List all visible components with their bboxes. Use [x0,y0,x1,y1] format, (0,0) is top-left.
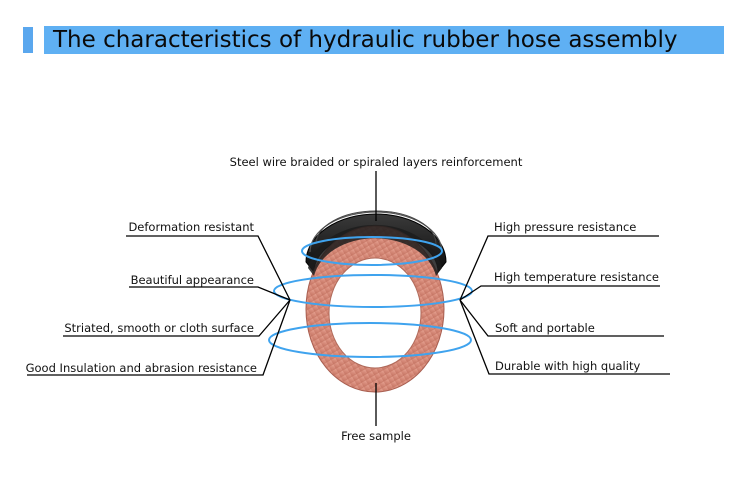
label-right-3: Soft and portable [495,321,595,335]
label-right-2: High temperature resistance [494,270,659,284]
label-left-1: Deformation resistant [128,220,254,234]
page-title: The characteristics of hydraulic rubber … [53,27,678,53]
label-right-1: High pressure resistance [494,220,636,234]
ring-bottom [268,322,472,358]
ring-top [301,236,443,266]
highlight-rings [268,236,473,358]
label-left-3: Striated, smooth or cloth surface [64,321,254,335]
title-banner [44,26,724,54]
label-top: Steel wire braided or spiraled layers re… [230,155,523,169]
hydraulic-hose-coil-icon [305,210,447,393]
connector-lines [27,171,670,426]
label-left-2: Beautiful appearance [131,273,254,287]
label-left-4: Good Insulation and abrasion resistance [26,361,257,375]
label-bottom: Free sample [341,429,411,443]
hose-inner-opening [328,257,422,369]
ring-middle [273,274,473,308]
label-right-4: Durable with high quality [495,359,640,373]
title-accent-bar [23,27,33,53]
